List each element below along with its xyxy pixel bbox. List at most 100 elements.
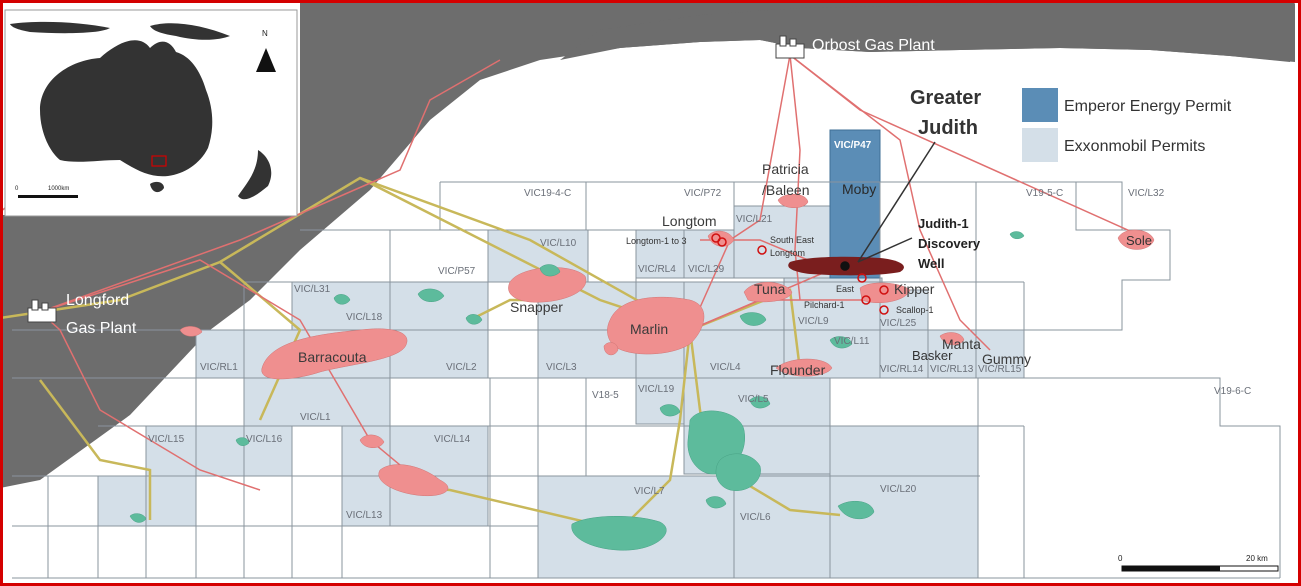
label-orbost-gas-plant: Orbost Gas Plant [812, 37, 935, 54]
well-judith-1 [840, 261, 850, 271]
label-snapper: Snapper [510, 299, 563, 315]
permit-grid [12, 181, 1281, 579]
field-barracouta [261, 328, 408, 380]
label-vic-p57: VIC/P57 [438, 266, 476, 277]
label-vic-l1: VIC/L1 [300, 412, 331, 423]
label-longtom-wells: Longtom-1 to 3 [626, 236, 687, 246]
inset-indonesia [10, 21, 110, 34]
label-vic-l14: VIC/L14 [434, 434, 471, 445]
label-scallop: Scallop-1 [896, 305, 934, 315]
label-vic-l18: VIC/L18 [346, 312, 383, 323]
well-se-longtom [757, 245, 767, 255]
field-cobia [659, 404, 681, 417]
well-longtom-2 [717, 237, 727, 247]
field-marlin-west [465, 314, 483, 325]
well-kipper [879, 285, 889, 295]
label-vic-l7: VIC/L7 [634, 486, 665, 497]
label-vic-l10: VIC/L10 [540, 238, 577, 249]
inset-new-guinea [150, 23, 230, 40]
label-longtom: Longtom [662, 213, 716, 229]
label-judith-well: Well [918, 256, 945, 271]
permit-vic-l6 [733, 473, 831, 579]
field-manta [939, 332, 965, 346]
legend-swatch-exxon [1022, 128, 1058, 162]
label-v19-6-c: V19-6-C [1214, 386, 1251, 397]
label-se-longtom-2: Longtom [770, 248, 805, 258]
field-patricia [777, 194, 809, 208]
label-judith-1: Judith-1 [918, 216, 969, 231]
well-scallop [879, 305, 889, 315]
label-vic-l21: VIC/L21 [736, 214, 773, 225]
label-vic-l2: VIC/L2 [446, 362, 477, 373]
field-east-1 [837, 500, 875, 519]
label-vic-l11: VIC/L11 [834, 336, 870, 347]
label-se-longtom-1: South East [770, 235, 815, 245]
label-gummy: Gummy [982, 351, 1031, 367]
title-judith: Judith [918, 117, 978, 139]
well-pilchard [861, 295, 871, 305]
well-east [857, 273, 867, 283]
label-vic-rl1: VIC/RL1 [200, 362, 238, 373]
label-vic-l19: VIC/L19 [638, 384, 675, 395]
legend-swatch-emperor [1022, 88, 1058, 122]
legend: Emperor Energy Permit Exxonmobil Permits [1022, 88, 1232, 162]
scale-label-end: 20 km [1246, 554, 1268, 563]
label-flounder: Flounder [770, 362, 826, 378]
label-basker: Basker [912, 348, 953, 363]
label-longford-2: Gas Plant [66, 320, 137, 337]
label-vic-l15: VIC/L15 [148, 434, 185, 445]
field-l10 [539, 264, 561, 277]
field-sole [1117, 229, 1155, 250]
field-flounder [775, 358, 833, 377]
label-vic-l31: VIC/L31 [294, 284, 331, 295]
label-judith-discovery: Discovery [918, 236, 981, 251]
label-v19-5-c: V19-5-C [1026, 188, 1063, 199]
label-marlin: Marlin [630, 321, 668, 337]
label-longford-1: Longford [66, 292, 129, 309]
label-barracouta: Barracouta [298, 349, 367, 365]
scale-label-zero: 0 [1118, 554, 1123, 563]
gas-fields [179, 194, 1155, 497]
legend-label-emperor: Emperor Energy Permit [1064, 98, 1232, 115]
label-patricia-1: Patricia [762, 161, 809, 177]
longford-plant-icon [27, 299, 57, 323]
permit-vic-rl15 [975, 329, 1025, 379]
field-l31 [333, 294, 351, 305]
label-vic-l25: VIC/L25 [880, 318, 917, 329]
orbost-plant-icon [775, 35, 805, 59]
label-sole: Sole [1126, 233, 1152, 248]
field-tuna [743, 282, 793, 303]
label-tuna: Tuna [754, 281, 786, 297]
oil-fields [129, 231, 1025, 551]
inset-map: N 0 1000km [4, 9, 298, 217]
inset-north-label: N [262, 29, 268, 38]
field-south-2 [359, 434, 385, 448]
label-vic-l9: VIC/L9 [798, 316, 829, 327]
inset-study-area-box [151, 155, 167, 167]
well-markers [711, 233, 889, 315]
judith-1-leader [857, 237, 913, 263]
field-l15 [129, 513, 147, 523]
field-l4 [739, 312, 767, 326]
label-east: East [836, 284, 855, 294]
label-vic-rl15: VIC/RL15 [978, 364, 1022, 375]
label-vic-l16: VIC/L16 [246, 434, 283, 445]
inset-new-zealand [238, 150, 272, 200]
field-west-1 [179, 326, 203, 337]
permit-vic-rl1 [195, 329, 245, 379]
label-vic-l3: VIC/L3 [546, 362, 577, 373]
greater-judith-leader [857, 141, 936, 263]
inset-scale-zero: 0 [15, 186, 19, 192]
field-halibut [715, 453, 761, 491]
label-vic-rl13: VIC/RL13 [930, 364, 974, 375]
label-kipper: Kipper [894, 281, 935, 297]
field-l18 [417, 288, 445, 302]
permit-vic-p47-emperor [829, 129, 881, 279]
label-vic19-4-c: VIC19-4-C [524, 188, 571, 199]
field-l16 [235, 437, 250, 446]
label-vic-rl14: VIC/RL14 [880, 364, 924, 375]
field-l5b [749, 396, 771, 409]
field-east-small [1009, 231, 1025, 239]
label-vic-l20: VIC/L20 [880, 484, 917, 495]
